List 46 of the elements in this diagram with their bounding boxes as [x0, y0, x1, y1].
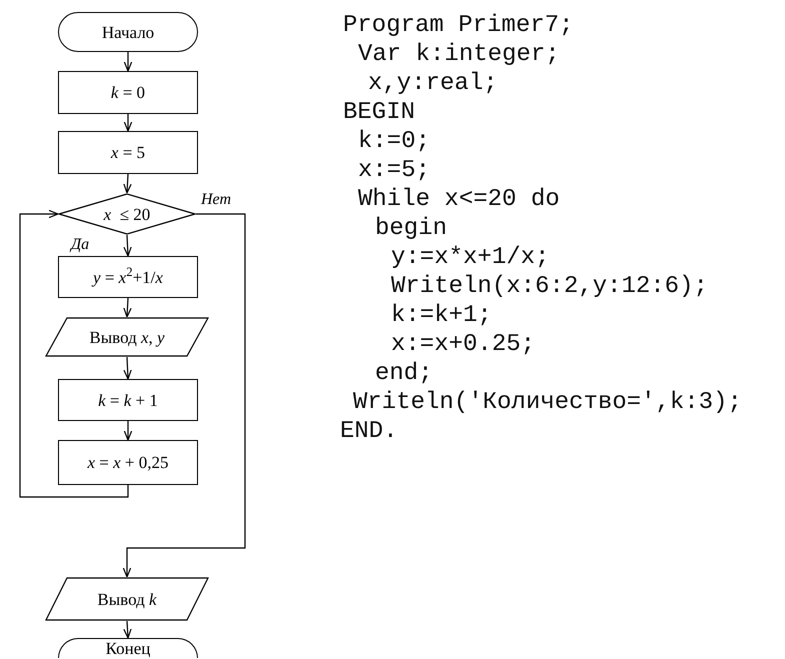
edge-label: Да	[70, 237, 90, 253]
code-line: k:=0;	[358, 128, 430, 156]
arrow	[123, 620, 132, 639]
code-line: BEGIN	[343, 99, 416, 127]
code-line: x:=5;	[358, 157, 430, 185]
node-text: Вывод k	[97, 590, 157, 608]
io-parallelogram	[45, 317, 209, 357]
process-box	[58, 131, 198, 174]
code-line: END.	[340, 418, 398, 446]
node-text: x = 5	[110, 144, 146, 161]
code-line: Program Primer7;	[343, 12, 574, 40]
code-line: k:=k+1;	[391, 302, 492, 330]
code-line: x:=x+0.25;	[391, 331, 536, 359]
arrow	[19, 210, 129, 498]
terminal-box	[58, 638, 198, 658]
code-line: Writeln(x:6:2,y:12:6);	[391, 273, 708, 301]
code-line: begin	[375, 215, 448, 243]
process-box	[58, 440, 198, 485]
node-text: k = k + 1	[98, 392, 158, 408]
decision-diamond	[58, 193, 196, 235]
io-parallelogram	[45, 577, 209, 621]
terminal-box	[58, 12, 198, 52]
arrow	[123, 234, 132, 257]
node-text: Начало	[102, 24, 154, 40]
arrow	[123, 356, 132, 380]
code-line: x,y:real;	[368, 70, 498, 98]
node-text: Вывод x, y	[89, 328, 165, 346]
process-box	[58, 379, 198, 421]
arrow	[123, 174, 132, 194]
arrow	[124, 114, 132, 132]
code-line: Var k:integer;	[358, 41, 560, 69]
node-text: Конец	[106, 640, 150, 657]
node-text: x ≤ 20	[104, 206, 150, 222]
arrow	[123, 298, 132, 318]
code-line: y:=x*x+1/x;	[391, 244, 550, 272]
process-box	[58, 256, 198, 298]
arrow	[124, 421, 132, 441]
code-line: Writeln('Количество=',k:3);	[353, 389, 742, 417]
arrow	[122, 213, 246, 578]
code-line: end;	[375, 360, 433, 388]
code-line: While x<=20 do	[358, 186, 560, 214]
node-text: k = 0	[110, 84, 146, 101]
node-text: x = x + 0,25	[87, 454, 169, 471]
node-text: y = x$^{2}$+1/x	[93, 268, 163, 286]
arrow	[124, 52, 132, 72]
process-box	[58, 71, 198, 114]
